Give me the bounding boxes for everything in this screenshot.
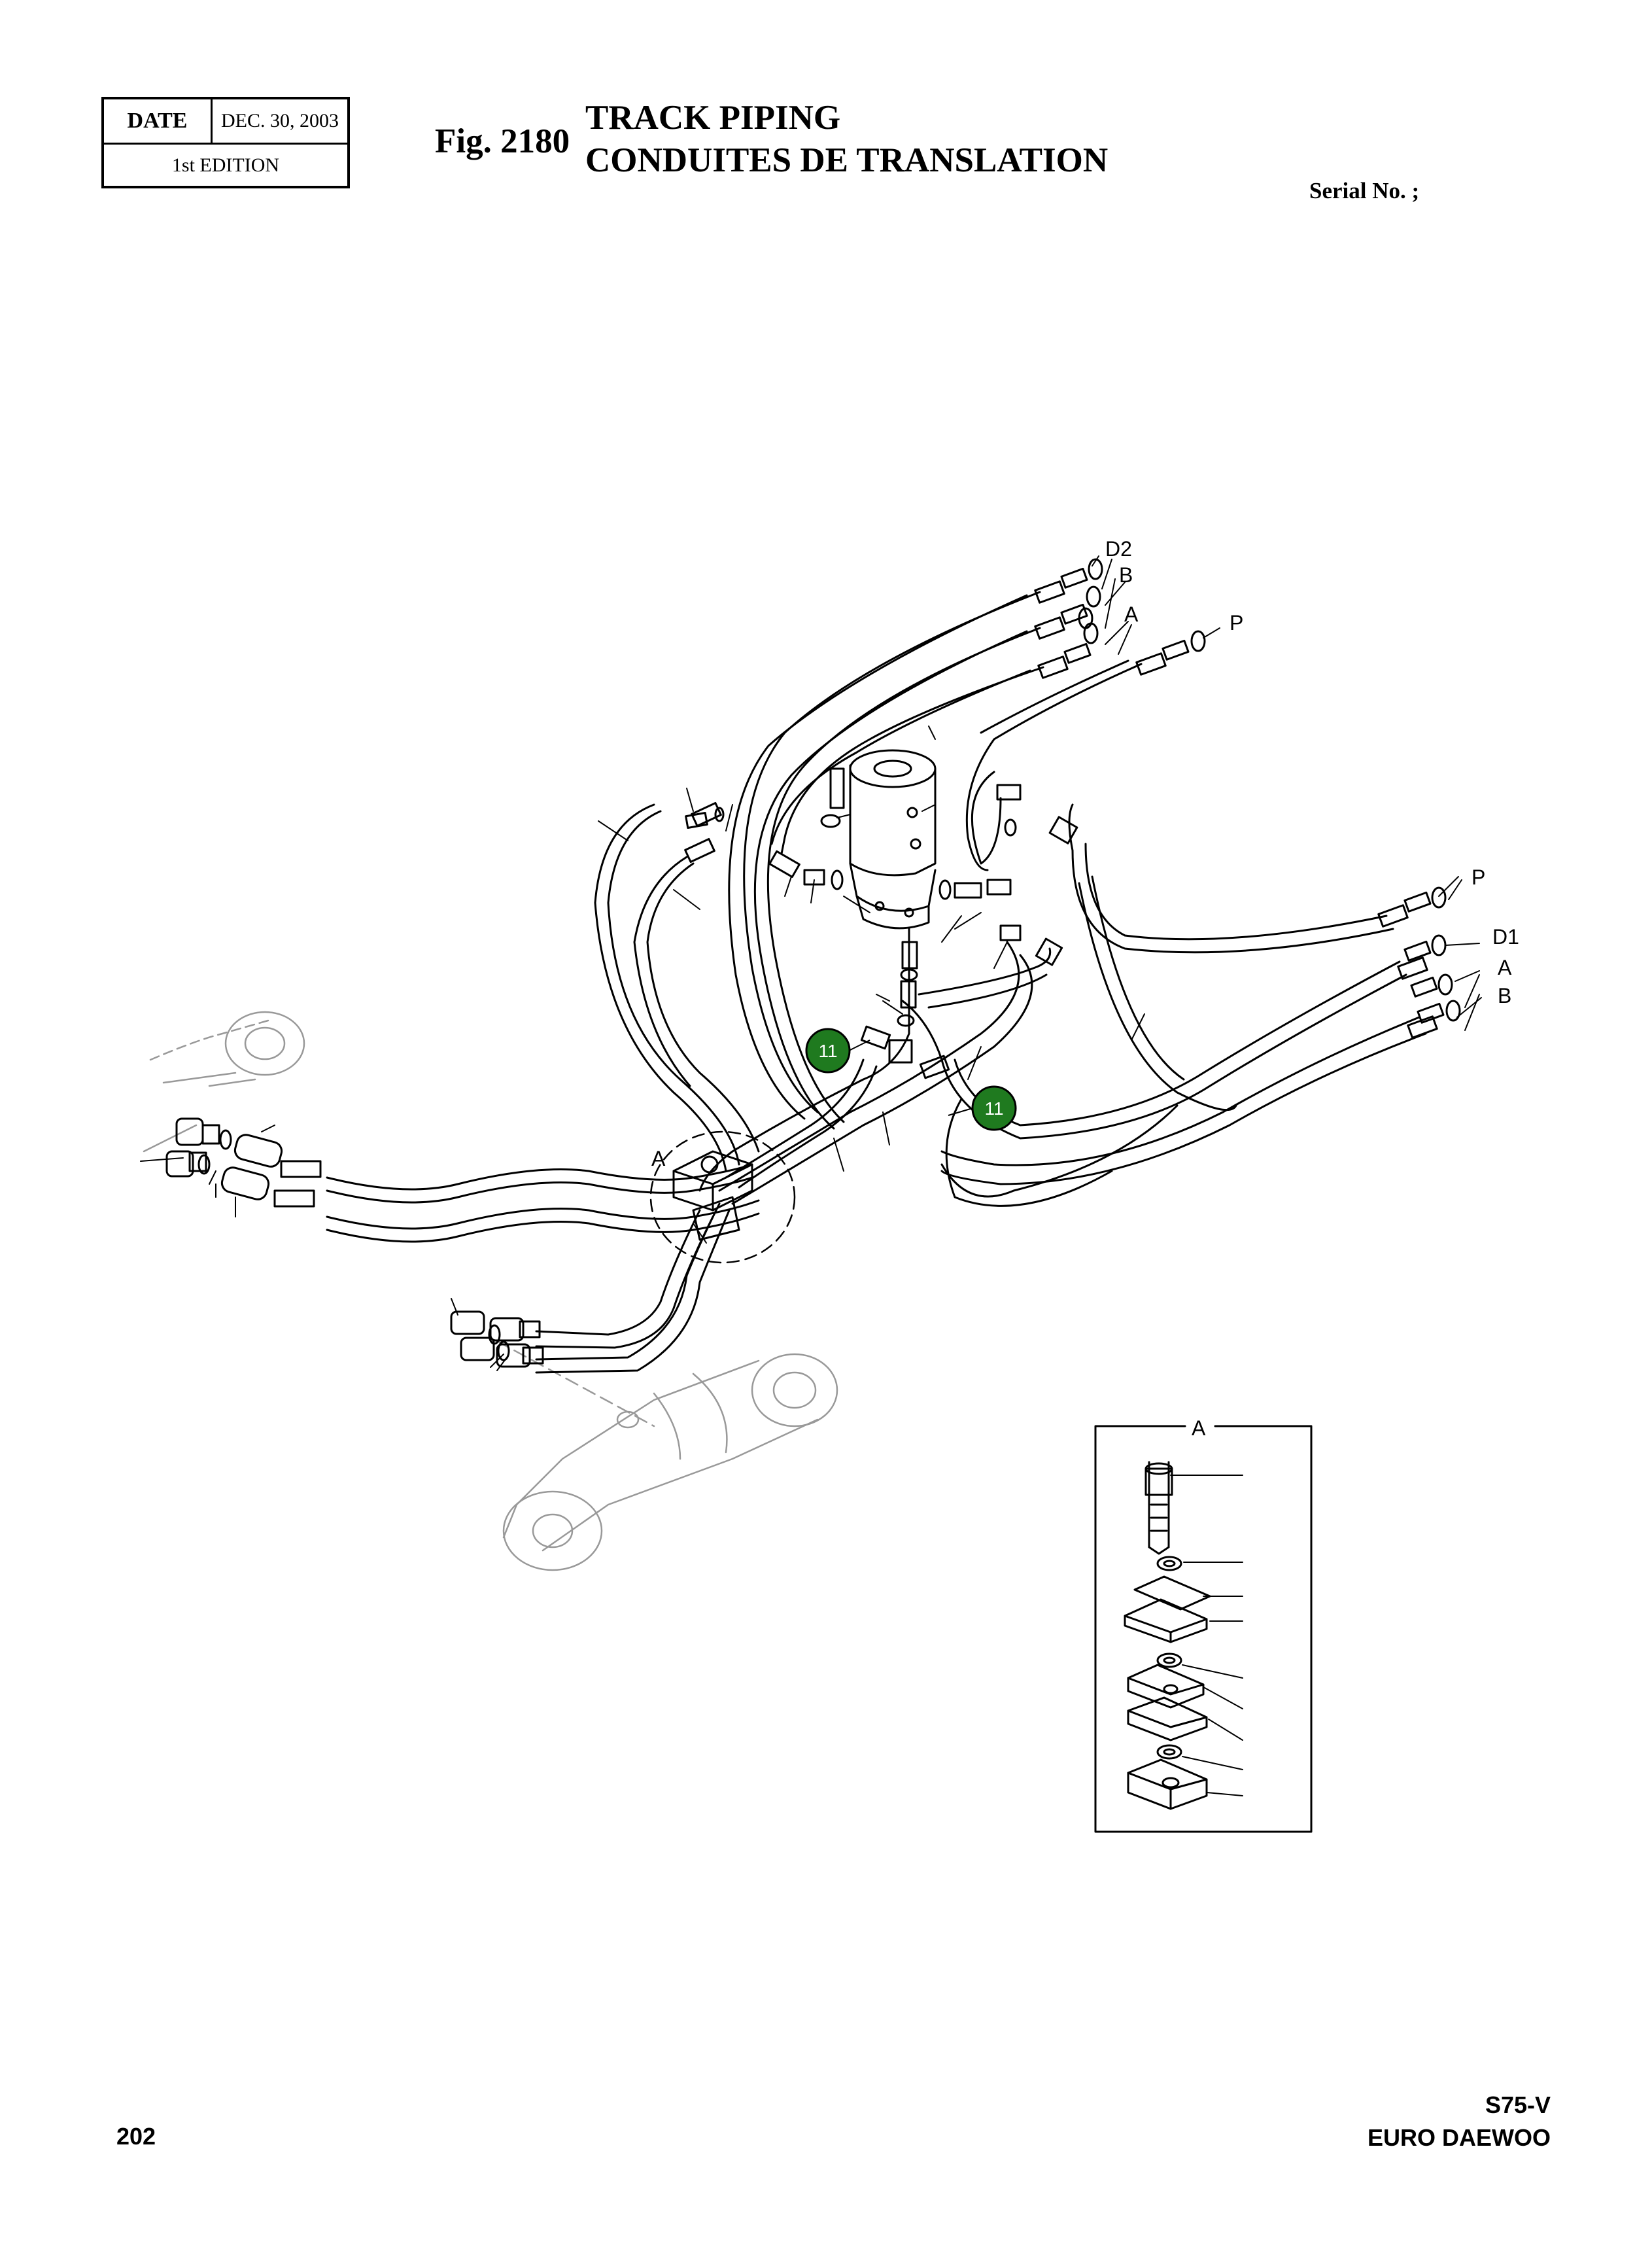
serial-number-label: Serial No. ; xyxy=(1309,178,1420,203)
figure-number: Fig. 2180 xyxy=(435,122,570,160)
right-fittings xyxy=(1377,886,1461,1039)
brand-name: EURO DAEWOO xyxy=(1367,2124,1551,2151)
date-value: DEC. 30, 2003 xyxy=(221,110,339,131)
callout-label: 11 xyxy=(818,1041,837,1061)
right-hose-bundle xyxy=(901,803,1427,1207)
central-hoses xyxy=(698,928,1052,1205)
detail-circle xyxy=(649,1130,796,1264)
detail-box-title: A xyxy=(1192,1416,1206,1440)
model-name: S75-V xyxy=(1485,2091,1551,2118)
page-number: 202 xyxy=(116,2123,156,2150)
port-label-a-top: A xyxy=(1124,603,1139,626)
date-edition-box: DATE DEC. 30, 2003 1st EDITION xyxy=(101,97,350,188)
date-label: DATE xyxy=(104,99,213,143)
edition-label: 1st EDITION xyxy=(171,154,280,176)
title-french: CONDUITES DE TRANSLATION xyxy=(585,141,1109,179)
left-cylinder-fittings xyxy=(165,1117,322,1208)
upper-hose-bundle xyxy=(728,591,1143,1130)
left-horizontal-hoses xyxy=(326,1163,760,1243)
port-label-d2: D2 xyxy=(1105,537,1132,561)
port-label-d1: D1 xyxy=(1492,925,1519,949)
bottom-cylinder-ghost xyxy=(496,1340,838,1571)
bottom-cylinder-fittings xyxy=(450,1310,544,1368)
top-right-fittings xyxy=(1034,558,1206,679)
callout-11-left: 11 xyxy=(805,1028,870,1074)
left-upper-hoses xyxy=(594,803,760,1172)
title-english: TRACK PIPING xyxy=(585,99,841,137)
callout-11-right: 11 xyxy=(948,1085,1017,1131)
detail-a-parts xyxy=(1124,1461,1243,1810)
detail-a-box xyxy=(1094,1425,1313,1833)
port-leaders xyxy=(1092,555,1482,1031)
date-row: DATE DEC. 30, 2003 xyxy=(104,99,347,145)
port-label-b-top: B xyxy=(1119,563,1133,587)
callout-label: 11 xyxy=(984,1098,1003,1119)
swivel-fittings xyxy=(684,767,1078,1079)
port-label-b-right: B xyxy=(1498,984,1511,1007)
part-leaders xyxy=(140,725,1145,1371)
port-label-a-right: A xyxy=(1498,956,1512,979)
swivel-joint xyxy=(849,749,937,930)
port-label-p-top: P xyxy=(1230,611,1243,635)
detail-reference-label: A xyxy=(651,1147,666,1170)
left-cylinder-ghost xyxy=(143,1011,305,1153)
lower-hoses xyxy=(535,1202,731,1374)
port-label-p-right: P xyxy=(1471,865,1485,889)
